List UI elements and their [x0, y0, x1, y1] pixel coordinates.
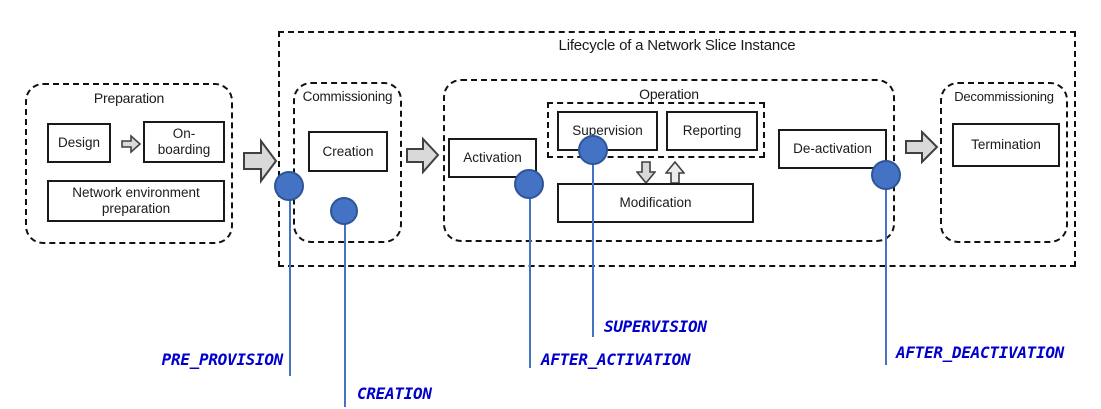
supervision-label: Supervision: [572, 123, 643, 139]
after-activation-leader-line: [529, 198, 531, 368]
creation-marker: [330, 197, 358, 225]
supervision-marker-label: SUPERVISION: [604, 317, 707, 336]
onboarding-box: On- boarding: [143, 121, 225, 163]
pre-provision-label: PRE_PROVISION: [161, 350, 284, 369]
operation-to-decommissioning-arrow-icon: [905, 130, 939, 164]
after-deactivation-marker: [871, 160, 901, 190]
creation-box: Creation: [308, 131, 388, 172]
lifecycle-outer-box: [278, 31, 1076, 267]
preparation-group: Preparation: [25, 83, 233, 244]
onboarding-label: On- boarding: [157, 126, 211, 157]
supervision-reporting-subgroup: [547, 102, 765, 158]
modification-box: Modification: [557, 183, 754, 223]
deactivation-label: De-activation: [793, 141, 872, 157]
commissioning-to-operation-arrow-icon: [406, 137, 440, 174]
supervision-box: Supervision: [557, 111, 658, 151]
after-activation-marker: [514, 169, 544, 199]
pre-provision-leader-line: [289, 200, 291, 376]
operation-group: Operation: [443, 79, 895, 242]
after-deactivation-label: AFTER_DEACTIVATION: [896, 343, 1064, 362]
activation-label: Activation: [463, 150, 522, 166]
design-label: Design: [57, 135, 101, 151]
prep-to-commissioning-arrow-icon: [243, 138, 278, 184]
creation-label: Creation: [322, 143, 374, 159]
decommissioning-group: Decommissioning: [940, 82, 1068, 243]
decommissioning-title: Decommissioning: [954, 89, 1054, 104]
supervision-leader-line: [592, 164, 594, 337]
design-box: Design: [47, 123, 111, 163]
after-activation-label: AFTER_ACTIVATION: [541, 350, 691, 369]
reporting-box: Reporting: [666, 111, 758, 151]
network-environment-box: Network environment preparation: [47, 180, 225, 222]
deactivation-box: De-activation: [778, 129, 887, 169]
reporting-label: Reporting: [682, 123, 742, 139]
creation-marker-label: CREATION: [357, 384, 432, 403]
termination-box: Termination: [952, 123, 1060, 167]
commissioning-title: Commissioning: [302, 89, 393, 104]
supervision-marker: [578, 135, 608, 165]
termination-label: Termination: [971, 137, 1041, 153]
modification-label: Modification: [619, 195, 692, 211]
network-environment-label: Network environment preparation: [72, 185, 200, 216]
modification-down-arrow-icon: [636, 161, 656, 184]
pre-provision-marker: [274, 171, 304, 201]
operation-title: Operation: [639, 86, 699, 102]
commissioning-group: Commissioning: [293, 82, 402, 243]
preparation-title: Preparation: [93, 90, 165, 106]
design-to-onboarding-arrow-icon: [121, 134, 142, 154]
creation-leader-line: [344, 224, 346, 407]
after-deactivation-leader-line: [885, 189, 887, 365]
diagram-title: Lifecycle of a Network Slice Instance: [558, 37, 796, 54]
modification-up-arrow-icon: [665, 161, 685, 184]
